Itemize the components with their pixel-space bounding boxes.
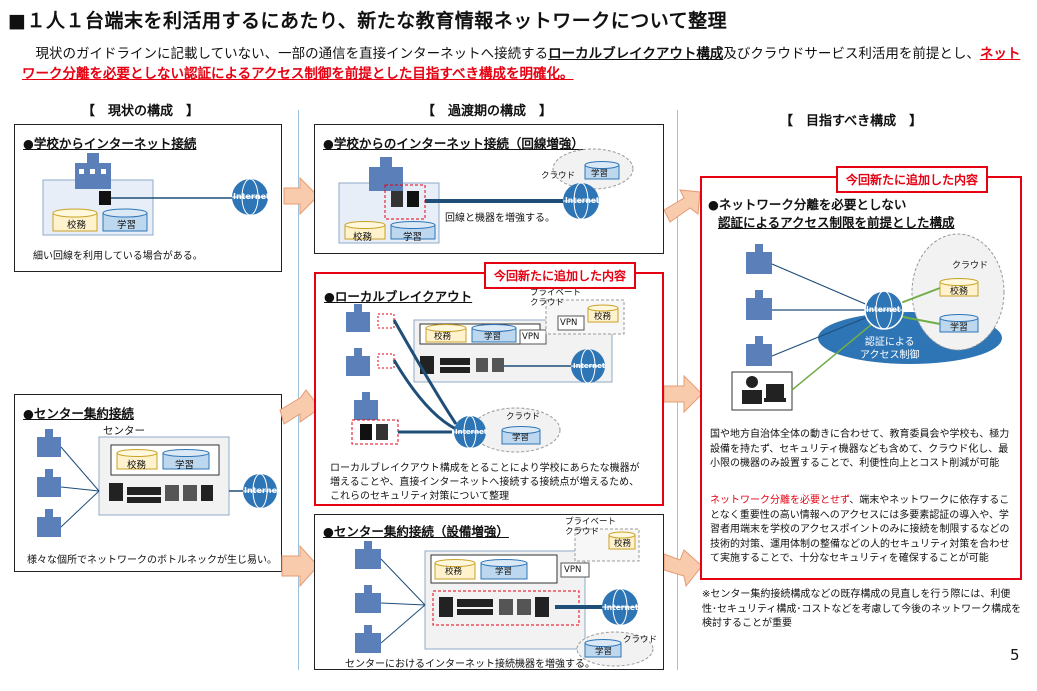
internet-globe-icon bbox=[243, 473, 277, 509]
label-internet: Internet bbox=[455, 428, 488, 436]
label-learning: 学習 bbox=[950, 323, 969, 333]
label-school-affairs: 校務 bbox=[594, 312, 612, 322]
label-school-affairs: 校務 bbox=[353, 232, 373, 243]
intro-part1: 現状のガイドラインに記載していない、一部の通信を直接インターネットへ接続する bbox=[22, 46, 549, 62]
box-target: ●ネットワーク分離を必要としない 認証によるアクセス制限を前提とした構成 クラウ… bbox=[700, 176, 1022, 580]
box-title: ●センター集約接続（設備増強） bbox=[323, 524, 509, 539]
internet-globe-icon bbox=[454, 415, 486, 449]
current-internet-diagram bbox=[42, 153, 268, 236]
box-current-center: ●センター集約接続 センター 様々な個所でネットワークのボトルネックが生じ易い。… bbox=[14, 394, 282, 572]
label-school-affairs: 校務 bbox=[434, 332, 452, 342]
trans-internet-diagram bbox=[338, 148, 634, 244]
box-trans-center: ●センター集約接続（設備増強） センターにおけるインターネット接続機器を増強する… bbox=[314, 514, 664, 670]
box-current-internet: ●学校からインターネット接続 細い回線を利用している場合がある。 校務 学習 I… bbox=[14, 124, 282, 272]
arrow-diag-up bbox=[279, 389, 321, 425]
trans-center-diagram bbox=[355, 528, 654, 667]
internet-globe-icon bbox=[563, 182, 599, 220]
target-para2-red: ネットワーク分離を必要とせず bbox=[710, 495, 850, 506]
target-para2-rest: 、端末やネットワークに依存することなく重要性の高い情報へのアクセスには多要素認証… bbox=[710, 495, 1010, 564]
label-vpn: VPN bbox=[522, 332, 540, 342]
label-learning: 学習 bbox=[512, 433, 530, 443]
internet-globe-icon bbox=[864, 290, 904, 330]
new-content-tag: 今回新たに追加した内容 bbox=[836, 166, 989, 193]
box-note: 回線と機器を増強する。 bbox=[445, 213, 555, 224]
box-title: ●センター集約接続 bbox=[23, 406, 134, 421]
label-cloud: クラウド bbox=[541, 171, 576, 181]
label-learning: 学習 bbox=[117, 220, 137, 231]
box-title-line2: 認証によるアクセス制限を前提とした構成 bbox=[718, 215, 955, 230]
router-icon bbox=[99, 191, 111, 205]
target-diagram bbox=[731, 233, 1005, 411]
box-note: 細い回線を利用している場合がある。 bbox=[33, 251, 203, 262]
box-note: ローカルブレイクアウト構成をとることにより学校にあらたな機器が増えることや、直接… bbox=[330, 463, 640, 502]
box-note: 様々な個所でネットワークのボトルネックが生じ易い。 bbox=[27, 555, 277, 566]
box-note: センターにおけるインターネット接続機器を増強する。 bbox=[345, 659, 595, 670]
label-internet: Internet bbox=[244, 486, 281, 495]
arrow-right bbox=[283, 176, 319, 216]
arrow-right bbox=[663, 374, 703, 414]
page-number: 5 bbox=[1010, 646, 1020, 664]
column-header-transition: 【 過渡期の構成 】 bbox=[422, 104, 553, 119]
network-devices bbox=[109, 483, 213, 503]
label-internet: Internet bbox=[604, 603, 639, 612]
arrow-right bbox=[281, 544, 319, 588]
label-vpn: VPN bbox=[560, 318, 578, 328]
label-cloud: クラウド bbox=[623, 635, 658, 645]
internet-globe-icon bbox=[602, 588, 638, 626]
box-title: ●学校からインターネット接続 bbox=[23, 136, 197, 151]
footnote: ※センター集約接続構成などの既存構成の見直しを行う際には、利便性･セキュリティ構… bbox=[702, 589, 1022, 629]
column-header-current: 【 現状の構成 】 bbox=[82, 104, 200, 119]
school-icons bbox=[37, 429, 61, 537]
target-para1: 国や地方自治体全体の動きに合わせて、教育委員会や学校も、極力設備を持たず、セキュ… bbox=[710, 429, 1010, 469]
label-cloud: クラウド bbox=[506, 412, 541, 422]
label-learning: 学習 bbox=[484, 332, 502, 342]
label-internet: Internet bbox=[233, 192, 270, 201]
internet-globe-icon bbox=[232, 178, 268, 216]
label-learning: 学習 bbox=[591, 169, 609, 179]
label-learning: 学習 bbox=[495, 567, 513, 577]
school-icon bbox=[75, 153, 111, 189]
current-center-diagram bbox=[37, 429, 277, 537]
label-internet: Internet bbox=[866, 305, 901, 314]
intro-bold: ローカルブレイクアウト構成 bbox=[548, 46, 724, 62]
column-divider bbox=[298, 110, 299, 670]
user-pc-icon bbox=[742, 376, 786, 404]
vpn-box bbox=[519, 329, 547, 345]
label-school-affairs: 校務 bbox=[127, 460, 147, 471]
intro-text: 現状のガイドラインに記載していない、一部の通信を直接インターネットへ接続するロー… bbox=[22, 44, 1022, 84]
box-trans-lbo: ●ローカルブレイクアウト ローカルブレイクアウト構成をとることにより学校にあらた… bbox=[314, 272, 664, 506]
box-title: ●学校からのインターネット接続（回線増強） bbox=[323, 136, 584, 151]
page-title: ■１人１台端末を利活用するにあたり、新たな教育情報ネットワークについて整理 bbox=[8, 10, 728, 32]
target-para2: ネットワーク分離を必要とせず、端末やネットワークに依存することなく重要性の高い情… bbox=[710, 494, 1016, 567]
label-auth: 認証による アクセス制御 bbox=[860, 337, 920, 361]
box-title: ●ローカルブレイクアウト bbox=[324, 289, 473, 304]
label-private-cloud: プライベート クラウド bbox=[530, 288, 582, 308]
trans-lbo-diagram bbox=[346, 299, 625, 453]
column-header-target: 【 目指すべき構成 】 bbox=[780, 114, 923, 129]
label-school-affairs: 校務 bbox=[950, 287, 969, 297]
label-learning: 学習 bbox=[403, 232, 423, 243]
label-learning: 学習 bbox=[175, 460, 195, 471]
box-trans-internet: ●学校からのインターネット接続（回線増強） 回線と機器を増強する。 校務 学習 … bbox=[314, 124, 664, 254]
arrow-diag-up bbox=[663, 189, 701, 223]
cylinder-school-affairs bbox=[52, 208, 98, 232]
label-school-affairs: 校務 bbox=[67, 220, 87, 231]
label-internet: Internet bbox=[565, 196, 600, 205]
internet-globe-icon bbox=[571, 348, 605, 384]
arrow-diag-down bbox=[663, 549, 703, 588]
new-content-tag: 今回新たに追加した内容 bbox=[484, 262, 637, 289]
label-school-affairs: 校務 bbox=[445, 567, 463, 577]
label-cloud: クラウド bbox=[952, 261, 989, 271]
label-center: センター bbox=[103, 425, 145, 437]
intro-red: ネットワーク分離を必要としない認証によるアクセス制御を前提とした目指すべき構成を… bbox=[22, 46, 1021, 82]
label-internet: Internet bbox=[573, 362, 606, 370]
intro-part2: 及びクラウドサービス利活用を前提とし、 bbox=[723, 46, 980, 62]
cylinder-learning bbox=[102, 208, 148, 232]
label-learning: 学習 bbox=[595, 647, 613, 657]
label-school-affairs: 校務 bbox=[614, 539, 632, 549]
label-vpn: VPN bbox=[564, 565, 582, 575]
box-title-line1: ●ネットワーク分離を必要としない bbox=[708, 197, 907, 212]
label-private-cloud: プライベート クラウド bbox=[565, 517, 617, 537]
